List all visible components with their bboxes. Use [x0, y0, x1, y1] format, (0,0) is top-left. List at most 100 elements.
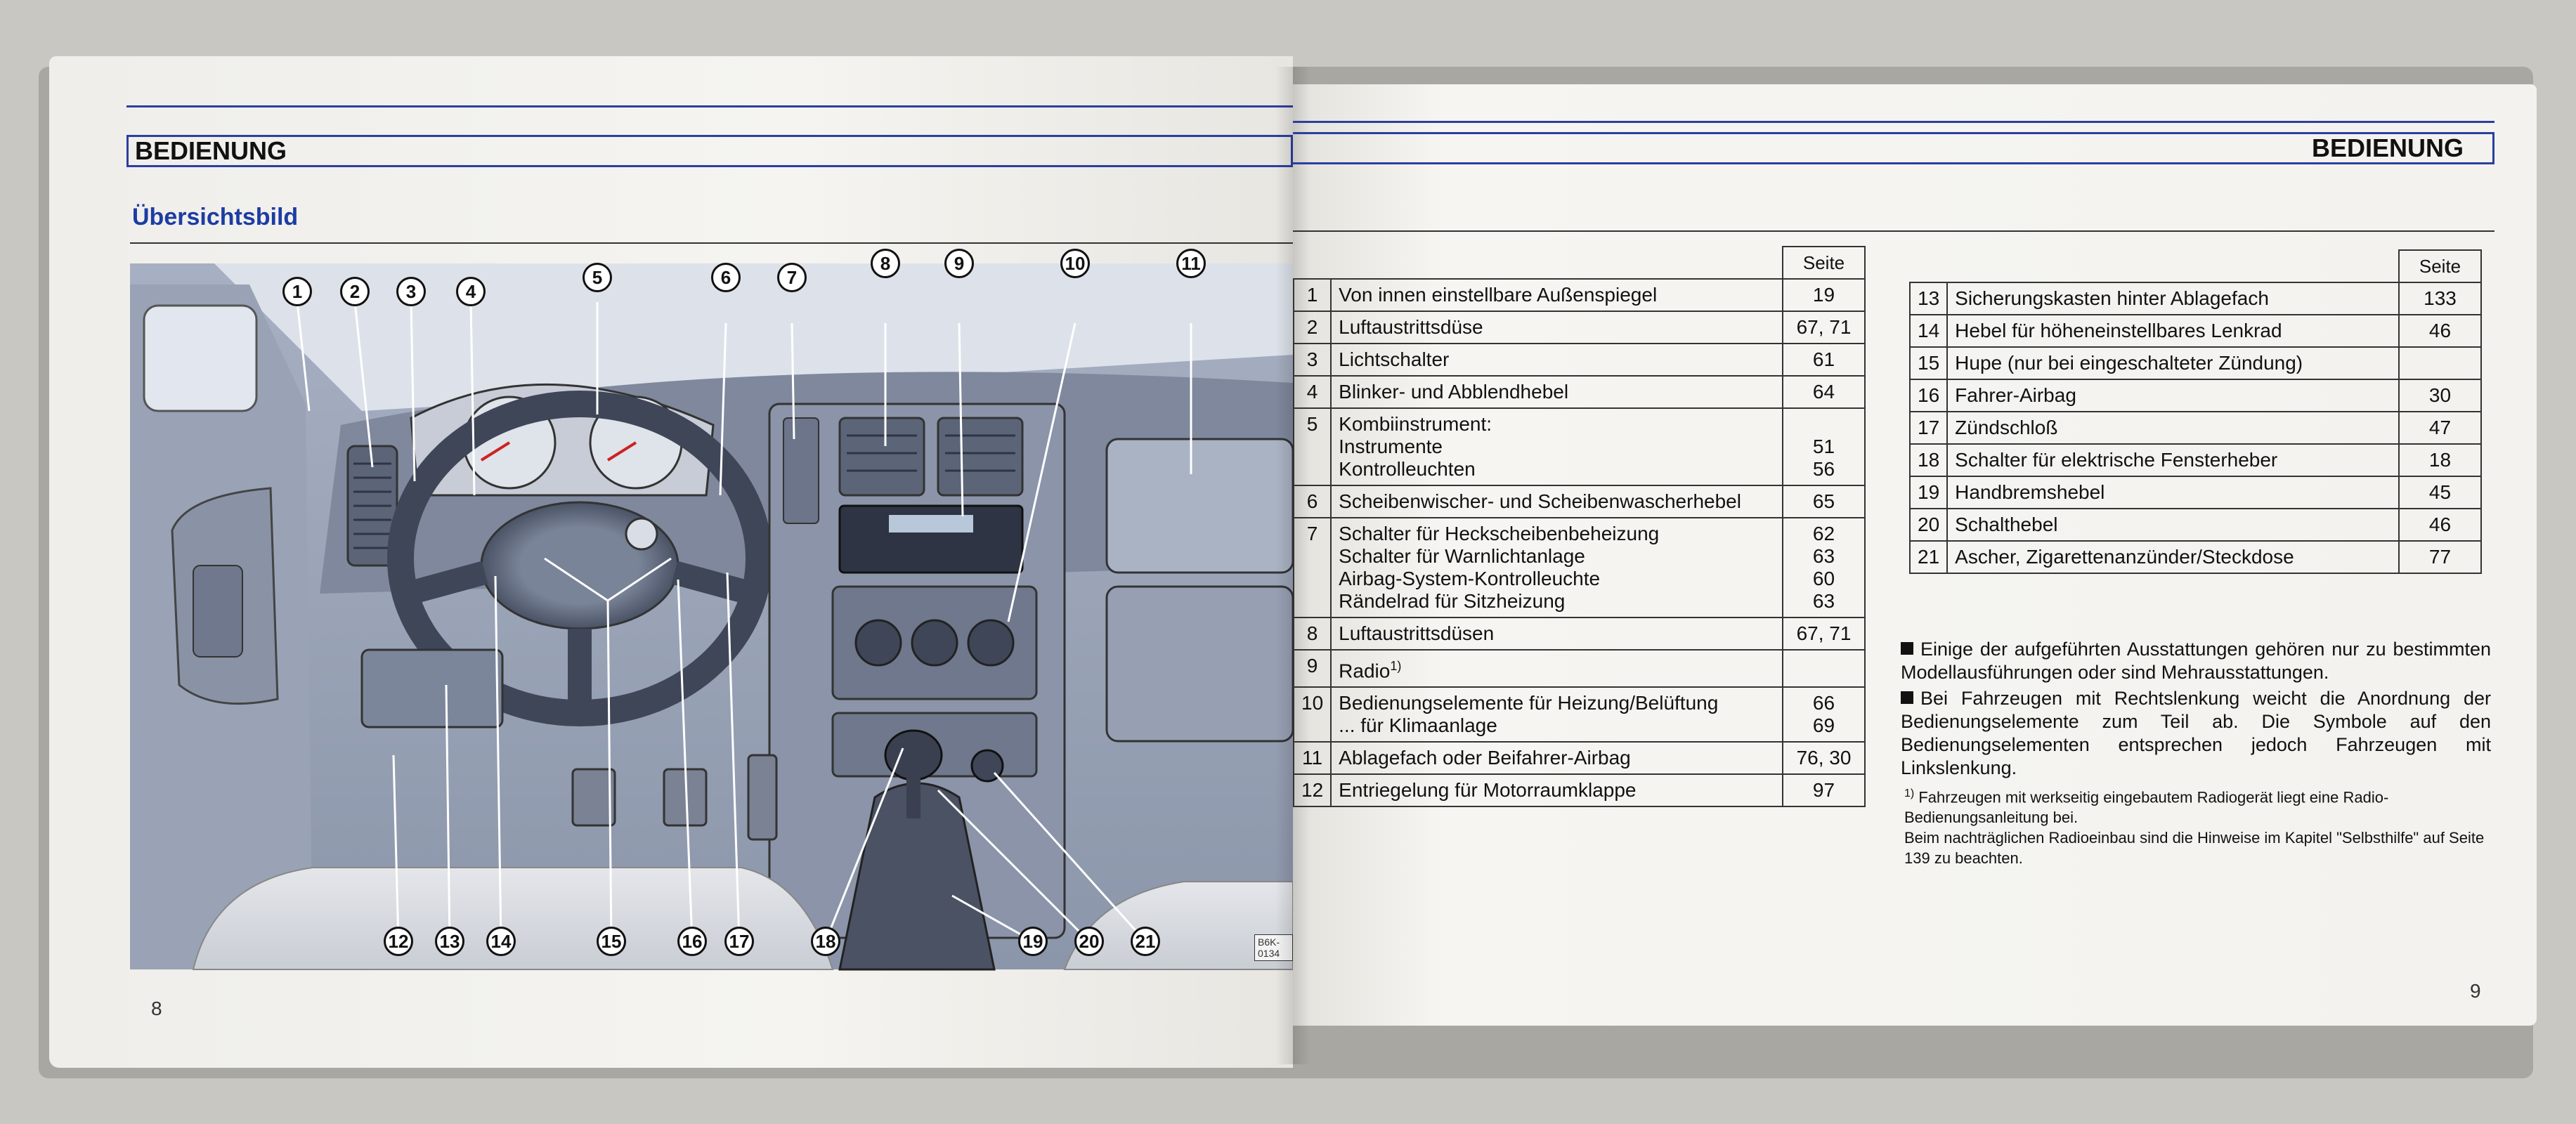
item-page-line: 19 — [1812, 284, 1835, 306]
item-page-line: 67, 71 — [1796, 316, 1852, 338]
callout-21: 21 — [1131, 927, 1160, 956]
left-header-box — [126, 135, 1293, 167]
item-label-text: Kontrolleuchten — [1339, 458, 1476, 480]
section-rule — [130, 242, 1293, 244]
item-page-line: 63 — [1812, 590, 1835, 612]
illustration-code: B6K-0134 — [1254, 934, 1293, 961]
table-header-page: Seite — [1782, 246, 1866, 280]
item-label: Schalthebel — [1946, 508, 2400, 542]
callout-7: 7 — [777, 263, 807, 292]
bullet-square-icon — [1901, 691, 1913, 704]
callout-3: 3 — [396, 277, 426, 306]
item-label-text: Lichtschalter — [1339, 348, 1450, 370]
item-label-line: Kombiinstrument: — [1339, 413, 1775, 436]
callout-2: 2 — [340, 277, 370, 306]
item-label-line: Rändelrad für Sitzheizung — [1339, 590, 1775, 613]
item-page-line: 66 — [1812, 692, 1835, 714]
item-page-line: 62 — [1812, 523, 1835, 544]
left-page-number: 8 — [151, 998, 162, 1019]
item-label: Ascher, Zigarettenanzünder/Steckdose — [1946, 540, 2400, 574]
item-page: 18 — [2398, 443, 2482, 477]
right-header-rule — [1293, 121, 2494, 123]
callout-9: 9 — [944, 249, 974, 278]
callout-4: 4 — [456, 277, 486, 306]
item-label-text: Kombiinstrument: — [1339, 413, 1492, 435]
item-label: Zündschloß — [1946, 411, 2400, 445]
item-label-line: Kontrolleuchten — [1339, 458, 1775, 481]
item-page-line — [1790, 655, 1857, 677]
table-row: 1 Von innen einstellbare Außenspiegel 19 — [1292, 278, 1866, 312]
item-label-line: Von innen einstellbare Außenspiegel — [1339, 284, 1775, 306]
item-label-line: Instrumente — [1339, 436, 1775, 458]
reference-table-left: Seite 1 Von innen einstellbare Außenspieg… — [1292, 246, 1866, 808]
item-page-line: 67, 71 — [1796, 622, 1852, 644]
item-page — [2398, 346, 2482, 380]
item-label-line: Schalter für Warnlichtanlage — [1339, 545, 1775, 568]
item-page: 45 — [2398, 476, 2482, 509]
item-page: 67, 71 — [1782, 311, 1866, 344]
item-number: 7 — [1292, 517, 1332, 618]
item-label-text: Instrumente — [1339, 436, 1443, 457]
item-label: Scheibenwischer- und Scheibenwascherhebe… — [1330, 485, 1783, 518]
item-number: 1 — [1292, 278, 1332, 312]
item-label-text: Rändelrad für Sitzheizung — [1339, 590, 1566, 612]
item-number: 17 — [1908, 411, 1949, 445]
item-number: 12 — [1292, 773, 1332, 808]
callout-12: 12 — [384, 927, 413, 956]
section-title: Übersichtsbild — [132, 204, 299, 230]
table-header-page: Seite — [2398, 249, 2482, 283]
item-number: 9 — [1292, 648, 1332, 688]
item-label: Radio1) — [1330, 648, 1783, 688]
footnote-line-2: Beim nachträglichen Radioeinbau sind die… — [1904, 829, 2485, 868]
right-header-box — [1293, 132, 2494, 164]
item-number: 20 — [1908, 508, 1949, 542]
item-label-line: Radio1) — [1339, 655, 1775, 682]
item-label-text: Schalter für Warnlichtanlage — [1339, 545, 1585, 567]
item-page: 30 — [2398, 379, 2482, 412]
callout-1: 1 — [282, 277, 312, 306]
callout-20: 20 — [1074, 927, 1104, 956]
note-1: Einige der aufgeführten Ausstattungen ge… — [1901, 638, 2491, 684]
item-label: Bedienungselemente für Heizung/Belüftung… — [1330, 686, 1783, 743]
bullet-square-icon — [1901, 642, 1913, 655]
callout-18: 18 — [811, 927, 840, 956]
item-label-line: ... für Klimaanlage — [1339, 714, 1775, 737]
item-label-line: Schalter für Heckscheibenbeheizung — [1339, 523, 1775, 545]
item-page: 47 — [2398, 411, 2482, 445]
item-label: Luftaustrittsdüse — [1330, 311, 1783, 344]
item-label-line: Blinker- und Abblendhebel — [1339, 381, 1775, 403]
footnote-marker: 1) — [1904, 788, 1915, 799]
item-number: 8 — [1292, 617, 1332, 651]
item-page-line: 56 — [1812, 458, 1835, 480]
right-header: BEDIENUNG — [2312, 133, 2464, 162]
item-label-line: Airbag-System-Kontrolleuchte — [1339, 568, 1775, 590]
item-label-text: Radio — [1339, 660, 1391, 682]
item-label-text: Airbag-System-Kontrolleuchte — [1339, 568, 1601, 589]
item-label-text: Ablagefach oder Beifahrer-Airbag — [1339, 747, 1631, 769]
item-page-line: 51 — [1812, 436, 1835, 457]
item-page-line: 65 — [1812, 490, 1835, 512]
callout-14: 14 — [486, 927, 516, 956]
callout-13: 13 — [435, 927, 464, 956]
item-label-line: Entriegelung für Motorraumklappe — [1339, 779, 1775, 802]
item-label-text: Luftaustrittsdüse — [1339, 316, 1483, 338]
item-page-line: 60 — [1812, 568, 1835, 589]
left-header: BEDIENUNG — [135, 136, 287, 165]
item-label-line: Bedienungselemente für Heizung/Belüftung — [1339, 692, 1775, 714]
item-label: Von innen einstellbare Außenspiegel — [1330, 278, 1783, 312]
